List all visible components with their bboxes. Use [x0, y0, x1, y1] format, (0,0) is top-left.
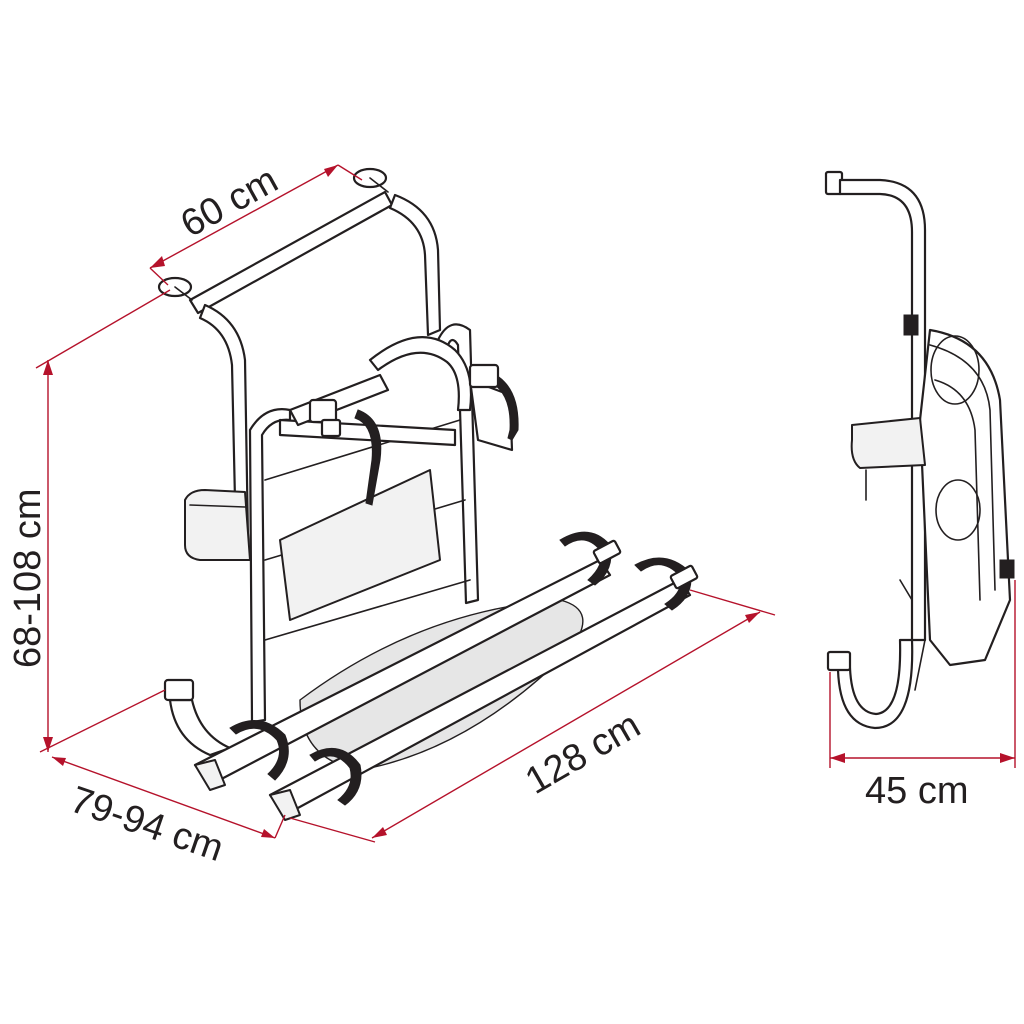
label-height: 68-108 cm [7, 488, 49, 668]
lower-mount-left [168, 698, 232, 757]
label-depth: 79-94 cm [65, 779, 228, 870]
rail-strap-3 [559, 531, 612, 586]
lower-bracket [163, 678, 195, 702]
rail-strap-1 [229, 719, 289, 781]
dim-line-length [371, 611, 761, 839]
lock-box [184, 489, 251, 561]
dimension-lines [35, 164, 1016, 843]
label-side-depth: 45 cm [865, 770, 968, 812]
label-length: 128 cm [519, 704, 648, 803]
side-lock-box [850, 417, 926, 469]
holder-arm-right [468, 378, 514, 452]
strap-upper-left [354, 409, 382, 506]
rail-strap-4 [634, 557, 692, 611]
frame-tube-right [388, 193, 442, 337]
holder-arm-left [288, 373, 390, 427]
clamp-knob-2 [468, 363, 500, 389]
rail-strap-2 [309, 747, 362, 806]
side-main-tube [838, 178, 927, 642]
clamp-knob-1 [308, 398, 338, 424]
label-width-top: 60 cm [174, 159, 285, 246]
side-rail-assembly [918, 328, 1012, 667]
upper-arch [368, 336, 473, 412]
bike-carrier-side-view [824, 170, 1015, 730]
dim-line-depth [51, 756, 276, 839]
back-panel [279, 469, 441, 621]
side-bottom-bracket [826, 650, 852, 672]
bike-carrier-isometric-view [157, 167, 699, 821]
wheel-plate [299, 599, 584, 771]
dim-line-60 [149, 164, 339, 269]
